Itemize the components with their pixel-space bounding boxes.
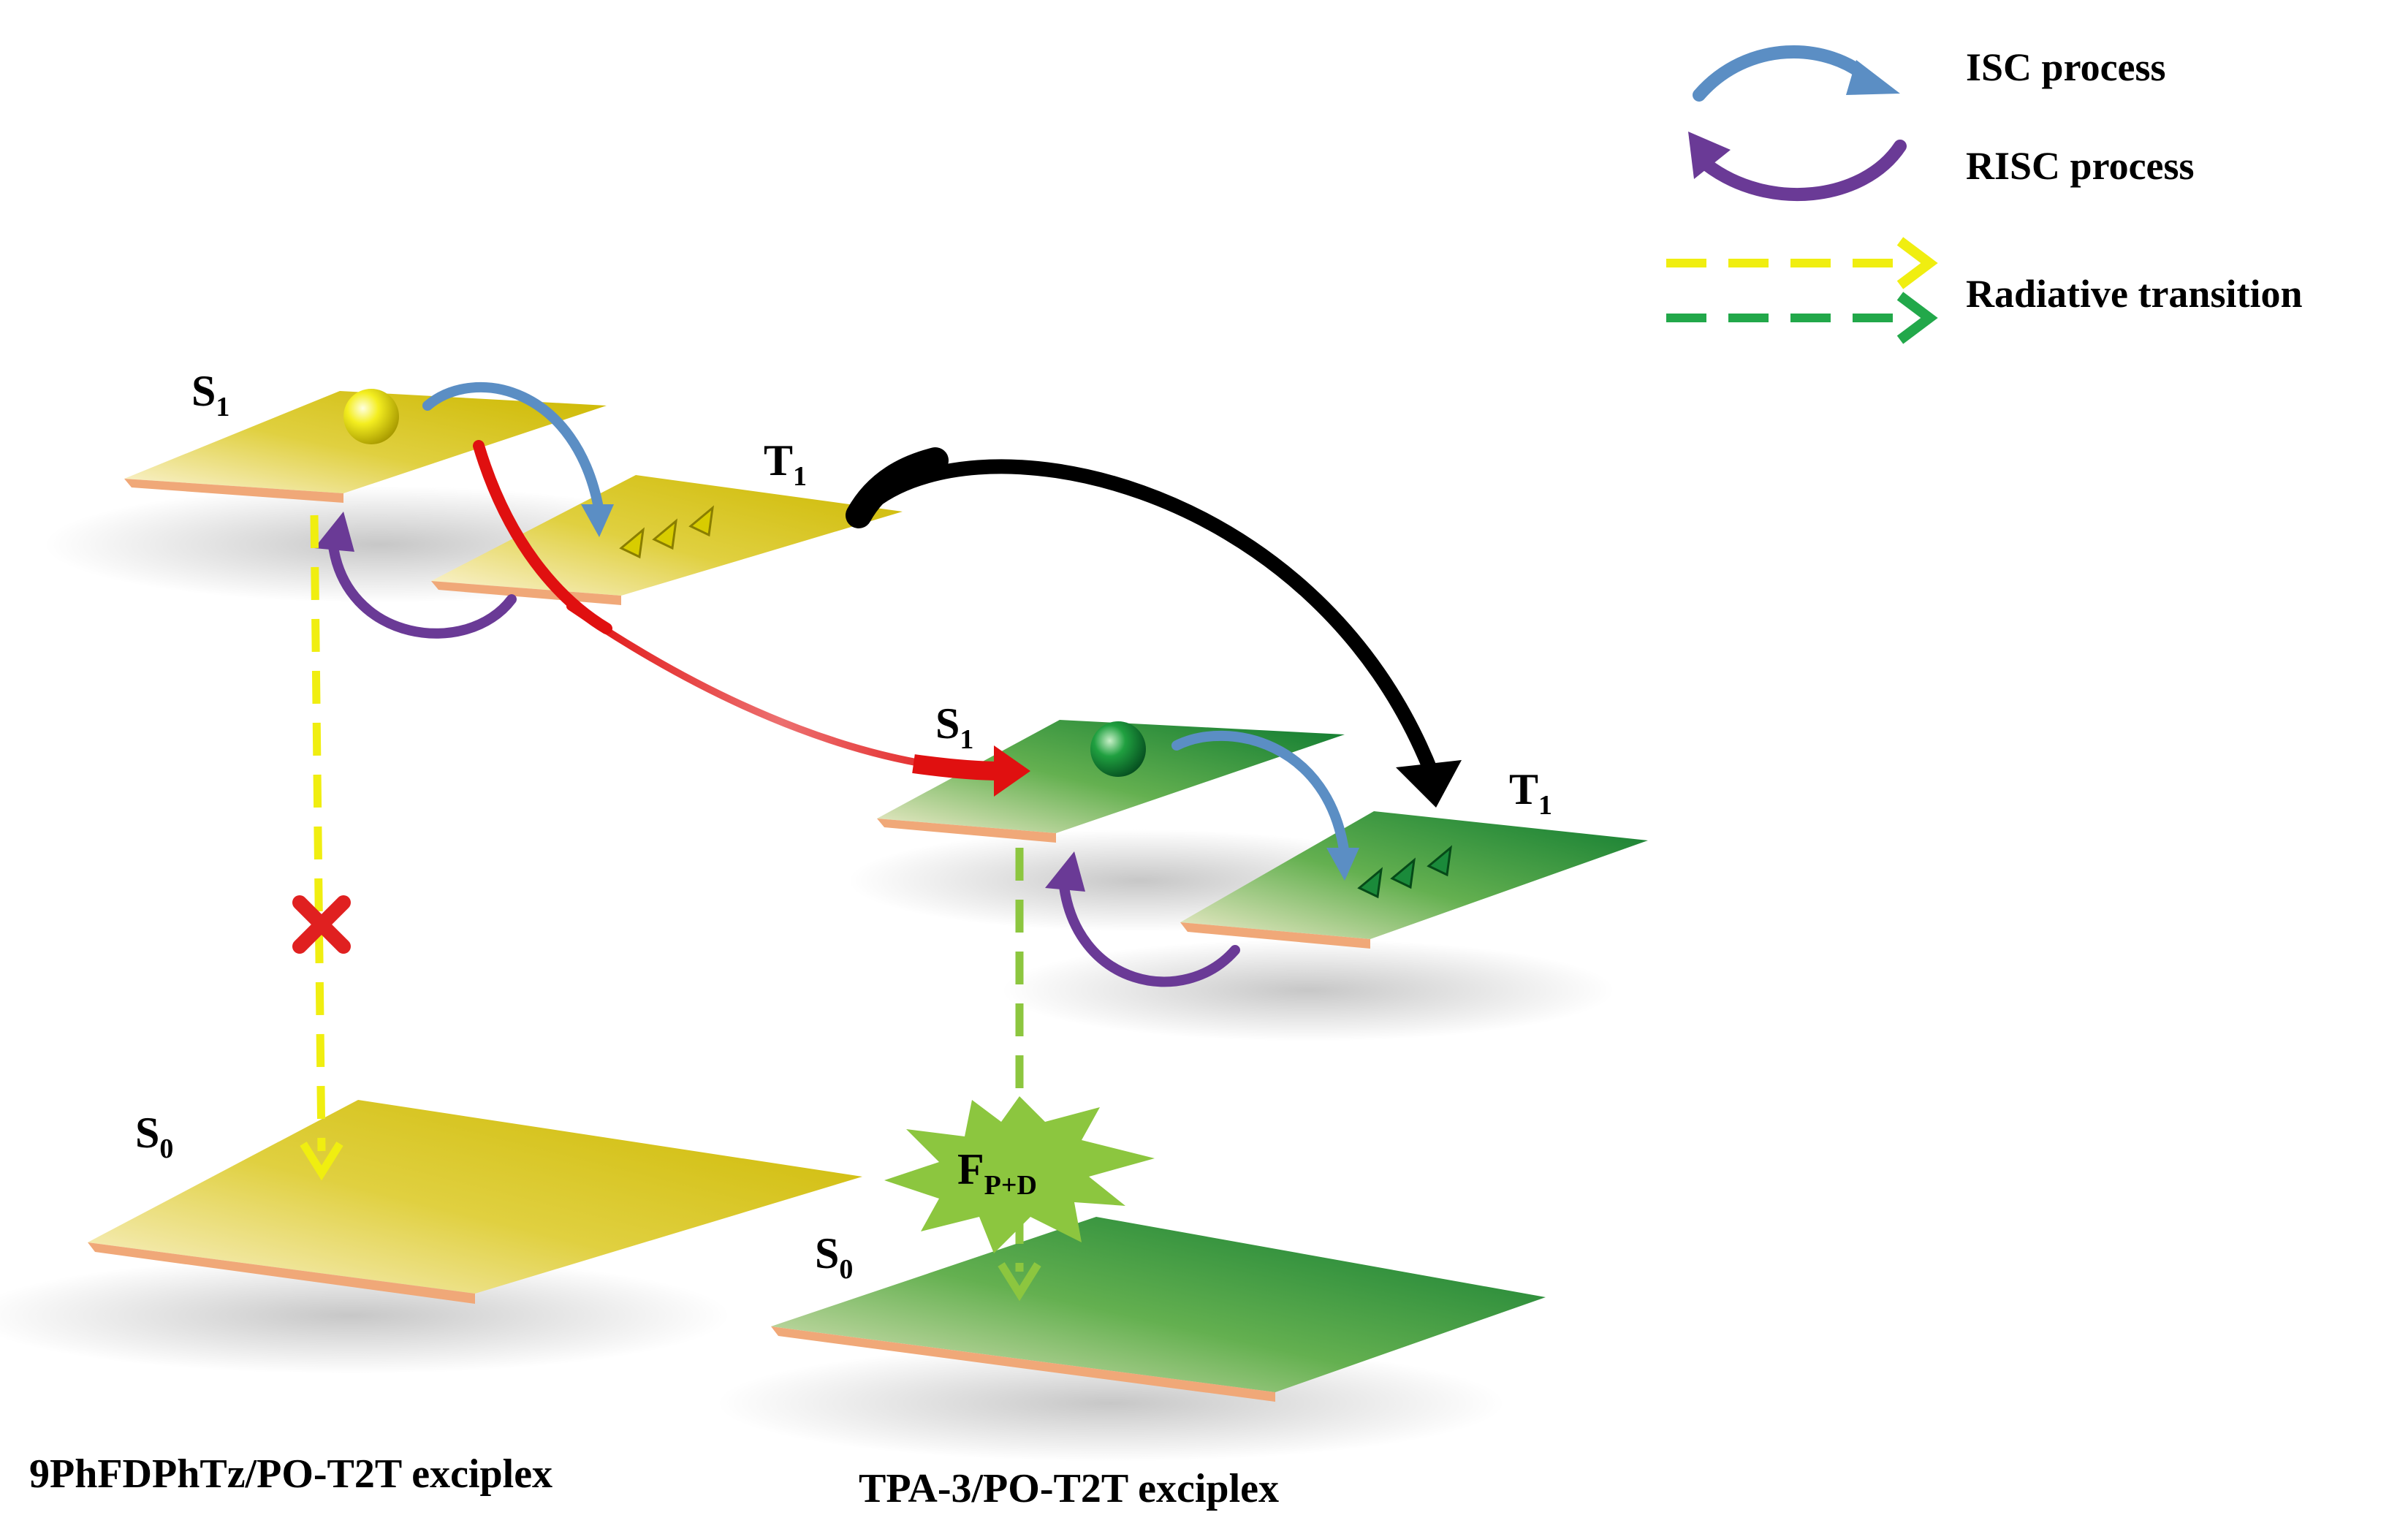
transfer-red-arrowhead bbox=[994, 745, 1030, 797]
right-exciplex-system: FP+D S1 T1 S0 bbox=[771, 699, 1648, 1402]
left-exciplex-system: S1 T1 S0 bbox=[88, 367, 903, 1304]
isc-legend-arrow bbox=[1693, 45, 1877, 102]
right-radiative-arrowhead bbox=[998, 1262, 1041, 1302]
energy-transfer-arrows bbox=[473, 440, 1462, 808]
legend: ISC process RISC process Radiative trans… bbox=[1666, 45, 2303, 344]
right-t1-plane bbox=[1180, 811, 1648, 949]
transfer-black-arrow-thick bbox=[846, 447, 949, 528]
right-system-caption: TPA-3/PO-T2T exciplex bbox=[859, 1466, 1279, 1511]
left-t1-label: T1 bbox=[764, 436, 807, 492]
legend-isc-label: ISC process bbox=[1966, 45, 2166, 89]
left-risc-arrow bbox=[327, 536, 517, 639]
right-t1-label: T1 bbox=[1509, 765, 1552, 821]
left-singlet-exciton bbox=[343, 389, 399, 444]
right-risc-arrowhead bbox=[1045, 851, 1085, 892]
transfer-red-arrow-tip bbox=[912, 754, 1002, 781]
left-radiative-arrowhead bbox=[300, 1142, 343, 1181]
legend-risc-label: RISC process bbox=[1966, 144, 2195, 188]
legend-radiative-label: Radiative transition bbox=[1966, 272, 2303, 316]
emission-burst-icon bbox=[884, 1096, 1155, 1253]
transfer-red-arrow-long bbox=[566, 603, 998, 775]
risc-legend-arrow bbox=[1700, 140, 1907, 202]
right-triplet-excitons bbox=[1357, 845, 1453, 899]
transfer-black-arrowhead bbox=[1396, 760, 1462, 808]
right-isc-arrowhead bbox=[1326, 848, 1359, 881]
right-singlet-exciton bbox=[1090, 721, 1146, 777]
right-risc-arrow bbox=[1058, 876, 1240, 987]
right-s1-plane bbox=[877, 720, 1345, 843]
blocked-transition-cross-icon bbox=[292, 895, 351, 954]
left-system-caption: 9PhFDPhTz/PO-T2T exciplex bbox=[29, 1451, 552, 1497]
right-s1-label: S1 bbox=[935, 699, 973, 755]
isc-legend-arrowhead bbox=[1846, 60, 1900, 95]
left-triplet-excitons bbox=[619, 505, 715, 559]
radiative-legend-yellow-arrowhead bbox=[1896, 237, 1938, 289]
emission-label: FP+D bbox=[957, 1145, 1037, 1201]
right-s0-label: S0 bbox=[815, 1229, 853, 1285]
left-s1-label: S1 bbox=[191, 367, 229, 422]
left-radiative-transition bbox=[310, 515, 326, 1152]
left-s0-plane bbox=[88, 1100, 862, 1304]
left-risc-arrowhead bbox=[314, 512, 354, 552]
right-s0-plane bbox=[771, 1217, 1546, 1402]
left-s0-label: S0 bbox=[135, 1109, 173, 1164]
radiative-legend-green-arrowhead bbox=[1896, 292, 1938, 344]
left-isc-arrowhead bbox=[581, 504, 614, 537]
left-isc-arrow bbox=[422, 381, 604, 517]
risc-legend-arrowhead bbox=[1688, 132, 1731, 179]
right-isc-arrow bbox=[1171, 730, 1350, 860]
